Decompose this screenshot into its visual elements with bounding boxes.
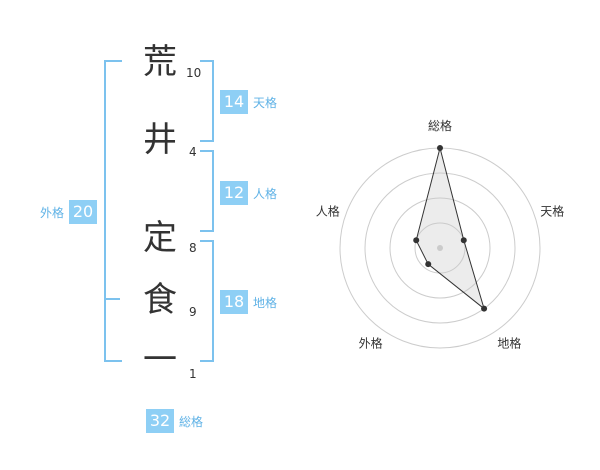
soukaku-badge: 32 総格 <box>146 409 203 433</box>
jinkaku-badge: 12 人格 <box>220 181 277 205</box>
chikaku-label: 地格 <box>253 295 278 310</box>
radar-axis-label-0: 総格 <box>428 118 452 133</box>
radar-ring-2 <box>389 197 491 299</box>
gaikaku-bracket-tick <box>104 298 120 300</box>
gaikaku-value: 20 <box>69 200 98 224</box>
chikaku-badge: 18 地格 <box>220 290 277 314</box>
stroke-count-4: 9 <box>189 305 197 319</box>
name-char-1: 荒 <box>143 42 177 82</box>
jinkaku-value: 12 <box>220 181 248 205</box>
tenkaku-label: 天格 <box>253 95 278 110</box>
chikaku-bracket <box>200 240 214 362</box>
chikaku-value: 18 <box>220 290 248 314</box>
radar-polygon <box>415 147 486 311</box>
radar-axis-label-2: 地格 <box>497 336 521 351</box>
radar-point-1 <box>460 237 467 244</box>
stroke-count-1: 10 <box>186 66 202 80</box>
name-char-2: 井 <box>143 120 177 160</box>
tenkaku-value: 14 <box>220 90 248 114</box>
soukaku-value: 32 <box>146 409 174 433</box>
radar-axis-label-3: 外格 <box>359 336 383 351</box>
stroke-count-3: 8 <box>189 241 197 255</box>
radar-ring-3 <box>364 172 516 324</box>
jinkaku-bracket <box>200 150 214 232</box>
gaikaku-bracket <box>104 60 122 362</box>
gaikaku-label: 外格 <box>40 205 65 220</box>
radar-center <box>437 245 443 251</box>
radar-point-3 <box>425 261 432 268</box>
radar-point-4 <box>413 237 420 244</box>
soukaku-label: 総格 <box>179 414 204 429</box>
radar-point-0 <box>437 145 443 151</box>
stroke-count-2: 4 <box>189 145 197 159</box>
gaikaku-badge: 20 外格 <box>40 200 98 224</box>
name-char-4: 食 <box>143 280 177 320</box>
radar-point-2 <box>481 305 488 312</box>
radar-axis-label-1: 天格 <box>540 204 564 219</box>
jinkaku-label: 人格 <box>253 186 278 201</box>
tenkaku-bracket <box>200 60 214 142</box>
radar-points <box>413 145 488 312</box>
stroke-count-5: 1 <box>189 367 197 381</box>
radar-polygon-group <box>415 147 486 311</box>
radar-axis-label-4: 人格 <box>316 204 340 219</box>
tenkaku-badge: 14 天格 <box>220 90 277 114</box>
name-char-3: 定 <box>143 218 177 258</box>
name-char-5: 一 <box>143 340 177 380</box>
